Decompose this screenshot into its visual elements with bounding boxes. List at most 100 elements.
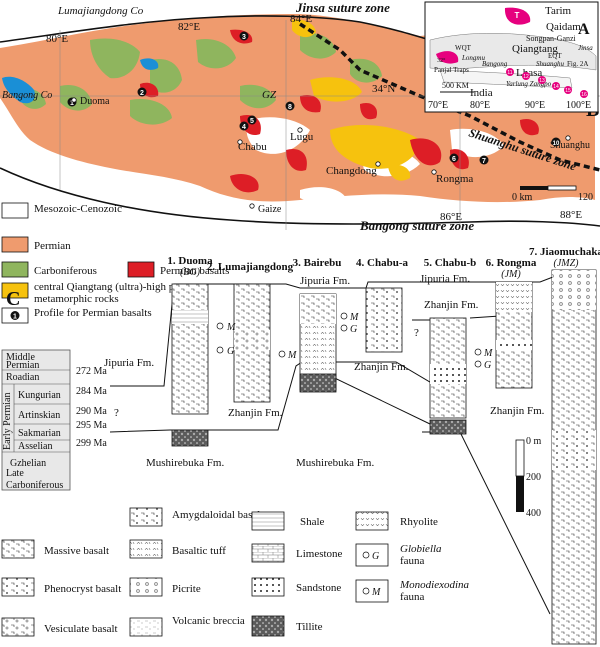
svg-text:5: 5 — [250, 118, 254, 125]
svg-text:7: 7 — [482, 158, 486, 165]
column-rongma: M G — [474, 281, 533, 389]
jipuria-fm-label: Jipuria Fm. — [300, 275, 350, 287]
column-title: 6. Rongma — [486, 257, 537, 269]
svg-text:Yarlung Zangpo: Yarlung Zangpo — [506, 80, 552, 88]
column-title: 7. Jiaomuchaka — [529, 246, 600, 258]
town-symbols — [71, 97, 571, 209]
chabu-label: Chabu — [238, 141, 267, 153]
svg-text:290 Ma: 290 Ma — [76, 406, 107, 417]
svg-text:Sakmarian: Sakmarian — [18, 428, 61, 439]
svg-text:12: 12 — [523, 74, 529, 80]
svg-text:EQT: EQT — [548, 52, 562, 60]
svg-text:200: 200 — [526, 472, 541, 483]
zhanjin-fm-label: Zhanjin Fm. — [228, 407, 283, 419]
svg-text:fauna: fauna — [400, 591, 425, 603]
svg-text:299 Ma: 299 Ma — [76, 438, 107, 449]
svg-text:India: India — [470, 87, 493, 99]
metamorphic-legend-label: central Qiangtang (ultra)-high pressure … — [34, 281, 206, 305]
svg-text:14: 14 — [553, 84, 559, 90]
svg-text:15: 15 — [565, 88, 571, 94]
svg-text:90°E: 90°E — [525, 100, 545, 111]
profile-marker: 3 — [239, 31, 249, 41]
svg-text:M: M — [483, 348, 493, 359]
svg-text:Early Permian: Early Permian — [2, 393, 13, 450]
svg-text:10: 10 — [553, 141, 560, 147]
svg-text:Bangong: Bangong — [482, 60, 508, 68]
column-chabu-b: ? — [414, 317, 467, 435]
svg-text:Longmu: Longmu — [461, 54, 485, 62]
zhanjin-fm-label: Zhanjin Fm. — [424, 299, 479, 311]
gaize-label: Gaize — [258, 204, 282, 215]
zhanjin-fm-label: Zhanjin Fm. — [490, 405, 545, 417]
column-title: 1. Duoma — [167, 255, 213, 267]
lon-86-label: 86°E — [440, 211, 462, 223]
svg-text:Limestone: Limestone — [296, 548, 343, 560]
column-bairebu: M — [278, 293, 337, 393]
lon-88-label: 88°E — [560, 209, 582, 221]
shuanghu-suture-line — [299, 22, 600, 172]
svg-text:Vesiculate basalt: Vesiculate basalt — [44, 623, 118, 635]
lon-82-label: 82°E — [178, 21, 200, 33]
svg-text:Panjal Traps: Panjal Traps — [434, 66, 469, 74]
profile-markers: 1 2 3 4 5 6 7 8 9 10 — [67, 31, 561, 165]
column-abbr: (BG) — [180, 267, 201, 278]
column-title: 5. Chabu-b — [424, 257, 477, 269]
fauna-symbol: M — [474, 348, 493, 359]
fauna-symbol: G — [216, 346, 234, 357]
svg-text:3: 3 — [242, 34, 246, 41]
svg-text:?: ? — [114, 407, 119, 419]
svg-text:284 Ma: 284 Ma — [76, 386, 107, 397]
mesozoic-areas — [246, 117, 504, 203]
map-scale-bar: 0 km 120 — [512, 185, 593, 203]
svg-text:Permian basalts: Permian basalts — [160, 265, 229, 277]
svg-text:Qaidam: Qaidam — [546, 21, 581, 33]
svg-text:400: 400 — [526, 508, 541, 519]
profile-marker: 5 — [247, 115, 257, 125]
lugu-label: Lugu — [290, 131, 314, 143]
svg-text:100°E: 100°E — [566, 100, 591, 111]
fauna-symbol: M — [278, 350, 297, 361]
inset-markers: T 11 12 13 14 15 16 — [506, 10, 588, 98]
changdong-label: Changdong — [326, 165, 377, 177]
svg-text:WQT: WQT — [455, 44, 472, 52]
svg-text:Mesozoic-Cenozoic: Mesozoic-Cenozoic — [34, 203, 122, 215]
profile-marker: 10 — [551, 137, 561, 147]
svg-text:Asselian: Asselian — [18, 441, 52, 452]
zhanjin-fm-label: Zhanjin Fm. — [354, 361, 409, 373]
rongma-label: Rongma — [436, 173, 473, 185]
svg-text:Songpan-Ganzi: Songpan-Ganzi — [526, 34, 577, 43]
vertical-scale: 0 m 200 400 — [515, 436, 542, 519]
svg-text:0 m: 0 m — [526, 436, 542, 447]
mushirebuka-fm-label: Mushirebuka Fm. — [296, 457, 374, 469]
svg-text:Gzhelian: Gzhelian — [10, 458, 46, 469]
svg-text:8: 8 — [288, 104, 292, 111]
svg-text:80°E: 80°E — [470, 100, 490, 111]
carboniferous-areas — [20, 32, 382, 125]
svg-text:Carboniferous: Carboniferous — [6, 480, 63, 491]
svg-text:1: 1 — [70, 100, 74, 107]
svg-text:4: 4 — [242, 124, 246, 131]
svg-text:Picrite: Picrite — [172, 583, 201, 595]
lumajiangdong-lake — [140, 58, 159, 70]
svg-text:16: 16 — [581, 92, 587, 98]
svg-text:T: T — [515, 11, 520, 20]
profile-marker: 8 — [285, 101, 295, 111]
svg-text:Massive basalt: Massive basalt — [44, 545, 109, 557]
svg-text:Monodiexodina: Monodiexodina — [399, 579, 470, 591]
svg-text:11: 11 — [507, 70, 512, 76]
profile-marker: 6 — [449, 153, 459, 163]
column-title: 2. Lumajiangdong — [207, 261, 294, 273]
svg-text:Shuanghu: Shuanghu — [536, 60, 565, 68]
lon-84-label: 84°E — [290, 13, 312, 25]
lat-34-label: 34°N — [372, 83, 395, 95]
svg-text:M: M — [287, 350, 297, 361]
jinsa-suture-line — [0, 15, 431, 43]
lumajiangdong-co-label: Lumajiangdong Co — [57, 5, 144, 17]
timescale: Middle Permian Roadian Kungurian Artinsk… — [1, 349, 107, 491]
svg-text:295 Ma: 295 Ma — [76, 420, 107, 431]
svg-text:Jinsa: Jinsa — [578, 44, 593, 52]
svg-text:Permian: Permian — [34, 240, 71, 252]
inset-letter: A — [578, 21, 590, 38]
svg-text:Carboniferous: Carboniferous — [34, 265, 97, 277]
